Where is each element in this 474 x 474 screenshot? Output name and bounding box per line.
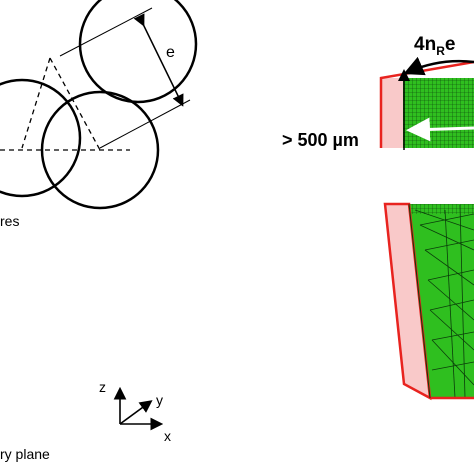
mesh-block-bottom xyxy=(383,202,474,401)
depth-arrow xyxy=(406,117,474,142)
inner-edge-line xyxy=(408,203,431,399)
fine-mesh-edge-bottom xyxy=(409,204,474,214)
thickness-label: 4nRe xyxy=(414,34,455,58)
fibre-circle-bottom-middle xyxy=(40,90,160,210)
dimension-extension-top xyxy=(59,7,153,57)
fibre-packing-diagram: e xyxy=(0,0,198,210)
pink-layer-bottom xyxy=(385,204,430,398)
fine-mesh-grid-top xyxy=(403,78,474,148)
y-axis-label: y xyxy=(156,392,163,408)
thickness-arrow xyxy=(403,56,474,76)
coordinate-axes: z y x xyxy=(99,379,171,444)
fibres-caption: res xyxy=(0,213,19,229)
depth-label: > 500 µm xyxy=(282,130,359,150)
y-axis xyxy=(119,400,153,425)
coarse-mesh-lines xyxy=(414,204,474,399)
fibre-circle-bottom-left xyxy=(0,78,82,198)
symmetry-plane-caption: ry plane xyxy=(0,446,50,462)
z-axis-label: z xyxy=(99,379,106,395)
dimension-line-e xyxy=(133,13,184,107)
centre-triangle-dashed xyxy=(21,57,101,151)
spacing-label: e xyxy=(166,44,175,61)
pink-layer-top xyxy=(381,78,403,148)
outline-top xyxy=(379,60,474,148)
dimension-extension-bottom xyxy=(99,99,191,149)
x-axis-label: x xyxy=(164,428,171,444)
mesh-block-top xyxy=(379,56,474,150)
